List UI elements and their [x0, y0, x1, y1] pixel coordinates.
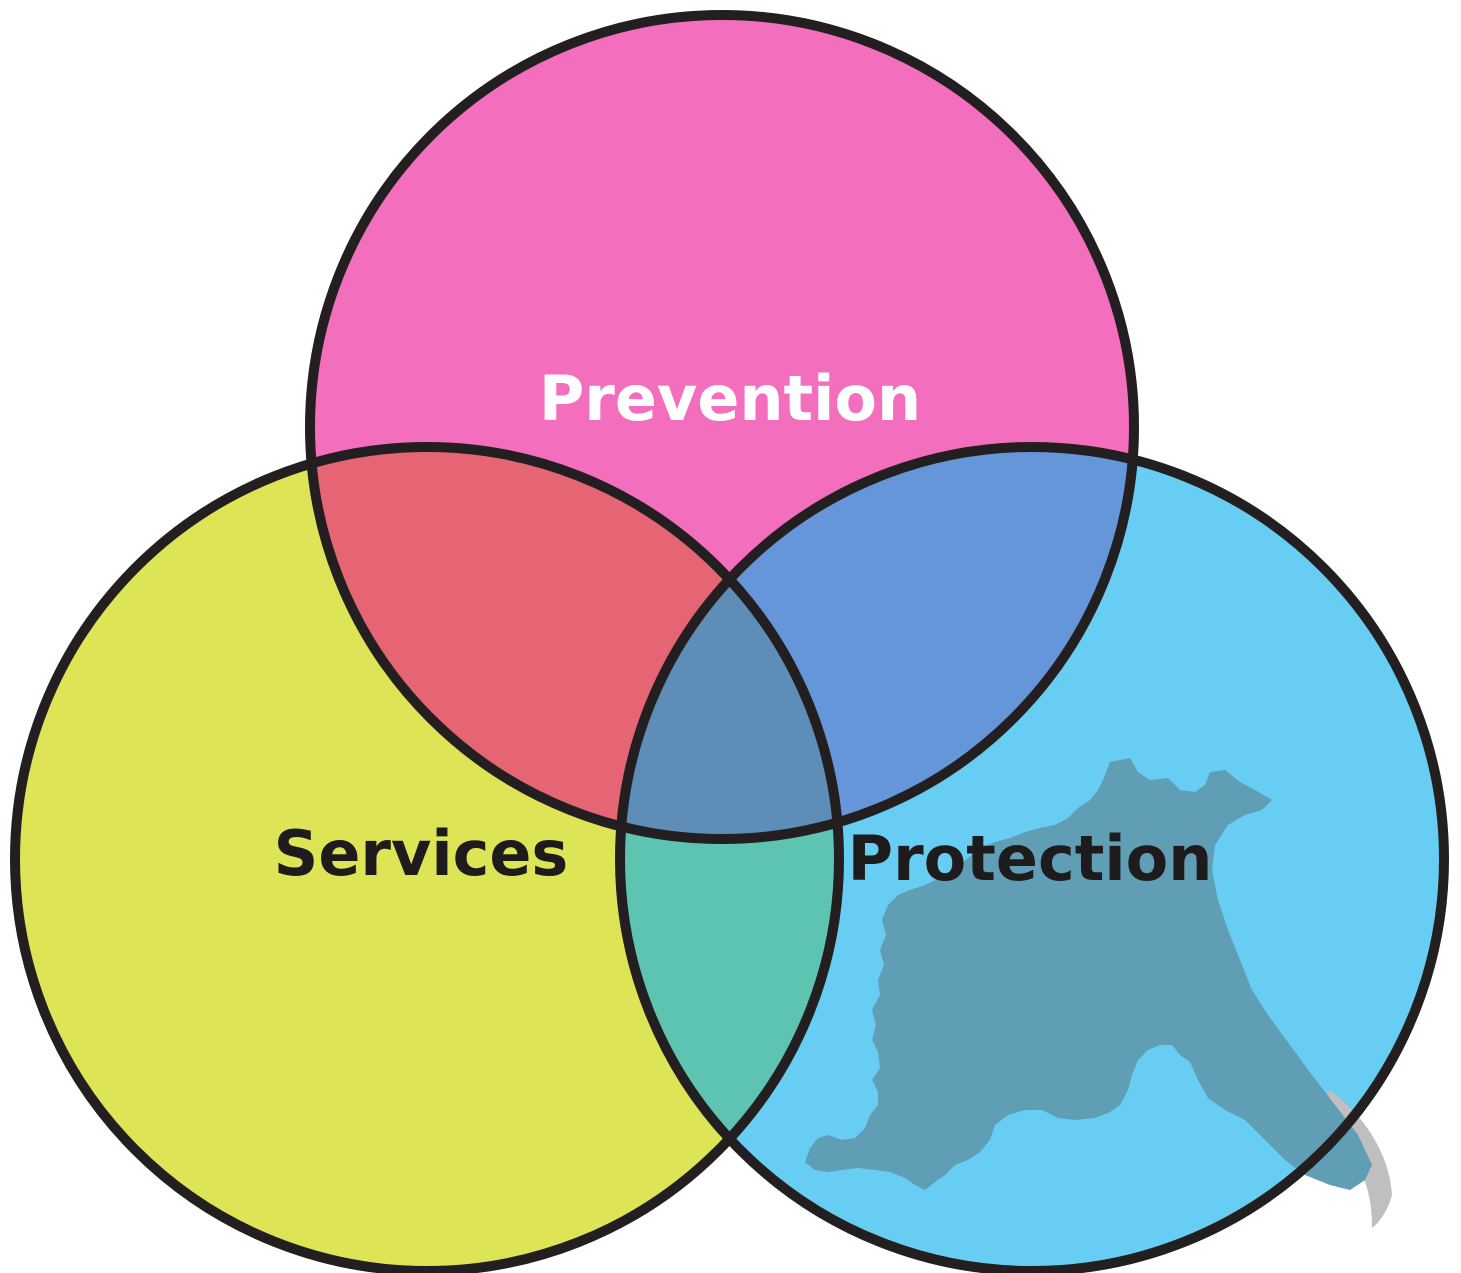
protection-circle-outline	[615, 442, 1449, 1273]
prevention-label: Prevention	[539, 362, 921, 435]
services-label: Services	[274, 817, 569, 890]
overlap-prevention-protection	[620, 447, 1134, 839]
region-map-graphic	[805, 758, 1392, 1228]
services-circle-outline	[10, 442, 844, 1273]
protection-label: Protection	[848, 822, 1213, 895]
overlap-prevention-services	[310, 447, 839, 839]
prevention-circle-outline	[305, 10, 1139, 844]
